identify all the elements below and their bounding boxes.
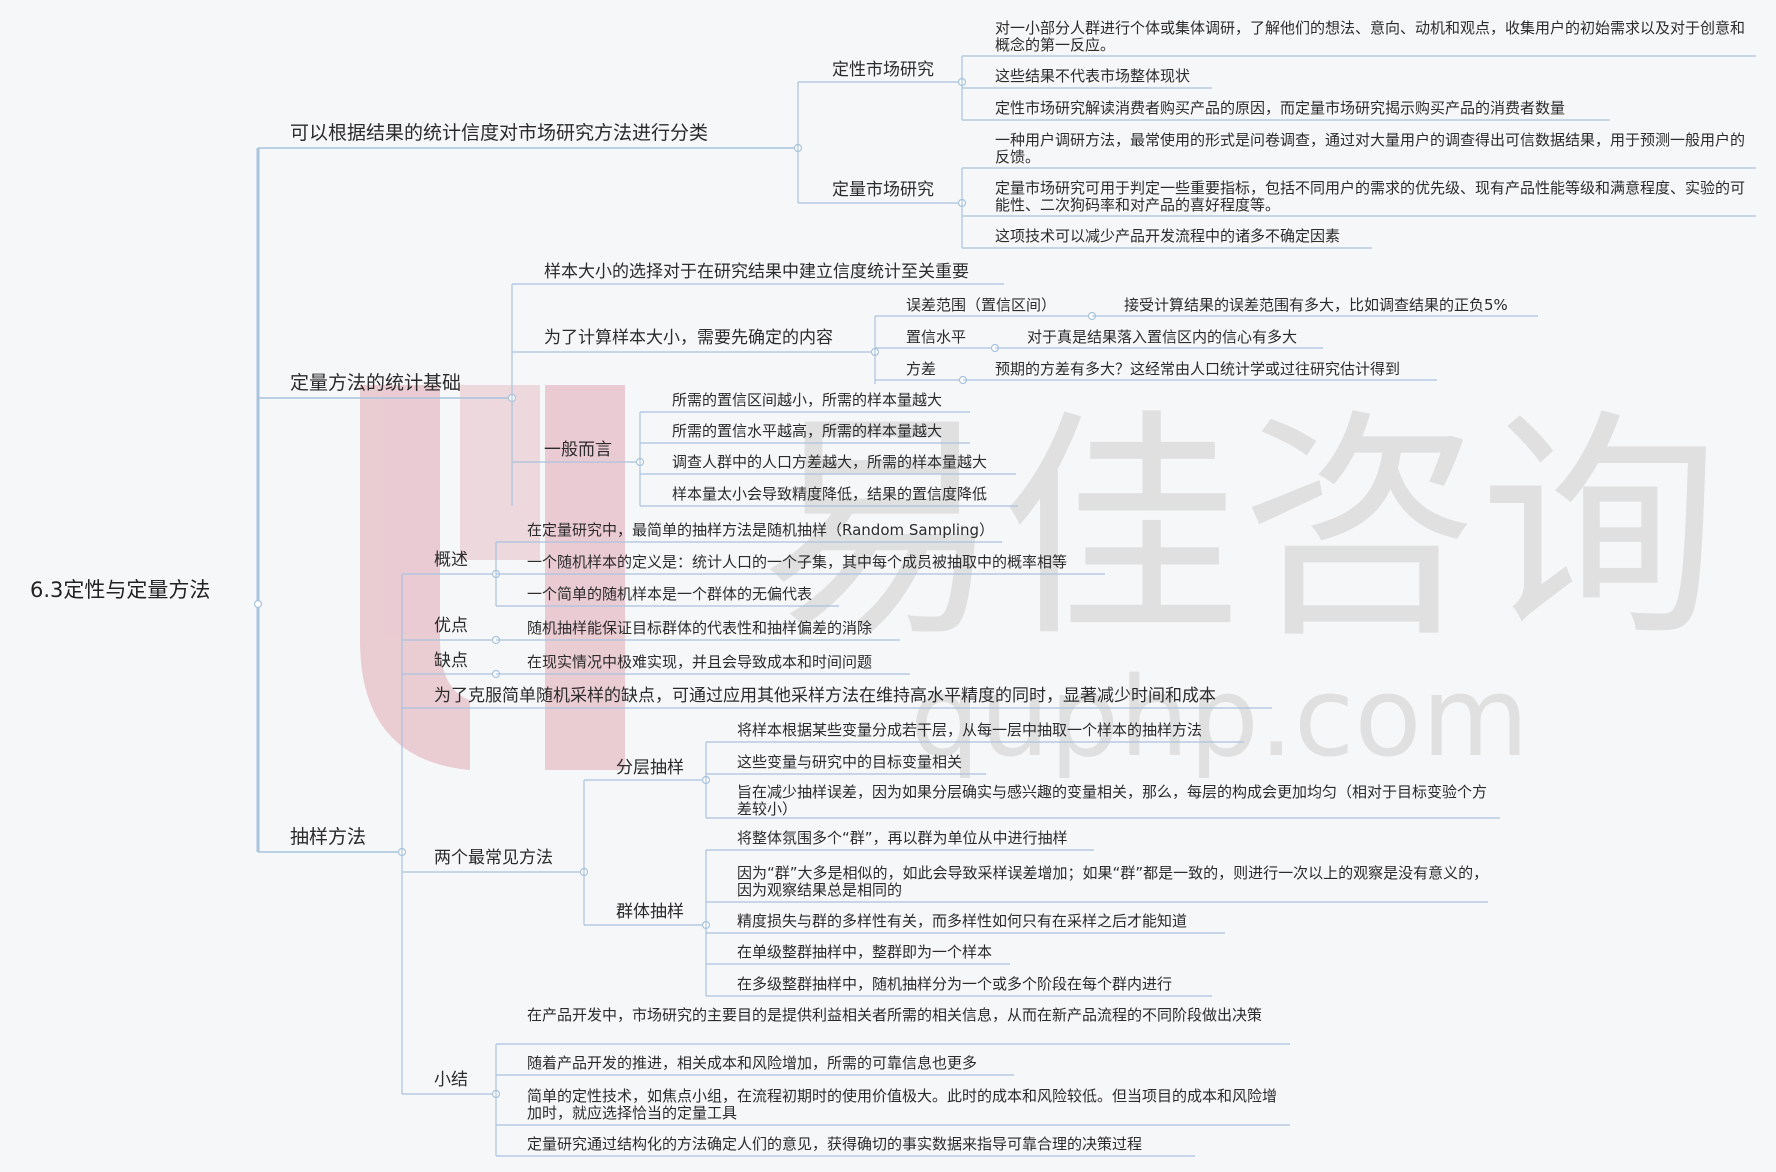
cluster-item-3: 精度损失与群的多样性有关，而多样性如何只有在采样之后才能知道 — [737, 912, 1188, 930]
node-two-common-methods: 两个最常见方法 — [434, 848, 553, 868]
branch-statistical-basis: 定量方法的统计基础 — [290, 372, 462, 394]
node-pros: 优点 — [434, 616, 468, 636]
general-item-3: 调查人群中的人口方差越大，所需的样本量越大 — [672, 453, 988, 471]
root-topic: 6.3定性与定量方法 — [30, 578, 211, 602]
cluster-item-1: 将整体氛围多个“群”，再以群为单位从中进行抽样 — [737, 829, 1068, 847]
node-summary: 小结 — [434, 1070, 468, 1090]
summary-item-4: 定量研究通过结构化的方法确定人们的意见，获得确切的事实数据来指导可靠合理的决策过… — [527, 1135, 1143, 1153]
node-cluster-sampling: 群体抽样 — [616, 902, 684, 922]
branch-classification: 可以根据结果的统计信度对市场研究方法进行分类 — [290, 122, 709, 144]
node-calc-sample-size: 为了计算样本大小，需要先确定的内容 — [544, 328, 833, 348]
quant-item-3: 这项技术可以减少产品开发流程中的诸多不确定因素 — [995, 227, 1341, 245]
watermark-domain: quphp.com — [910, 653, 1529, 781]
stratified-item-2: 这些变量与研究中的目标变量相关 — [737, 753, 963, 771]
qual-item-1: 对一小部分人群进行个体或集体调研，了解他们的想法、意向、动机和观点，收集用户的初… — [995, 19, 1746, 54]
stratified-item-1: 将样本根据某些变量分成若干层，从每一层中抽取一个样本的抽样方法 — [737, 721, 1203, 739]
qual-item-3: 定性市场研究解读消费者购买产品的原因，而定量市场研究揭示购买产品的消费者数量 — [995, 99, 1566, 117]
calc-margin-desc: 接受计算结果的误差范围有多大，比如调查结果的正负5% — [1124, 296, 1508, 314]
overview-item-2: 一个随机样本的定义是：统计人口的一个子集，其中每个成员被抽取中的概率相等 — [527, 553, 1068, 571]
general-item-1: 所需的置信区间越小，所需的样本量越大 — [672, 391, 943, 409]
summary-item-2: 随着产品开发的推进，相关成本和风险增加，所需的可靠信息也更多 — [527, 1054, 978, 1072]
quant-item-1: 一种用户调研方法，最常使用的形式是问卷调查，通过对大量用户的调查得出可信数据结果… — [995, 131, 1746, 166]
node-qualitative-research: 定性市场研究 — [832, 60, 934, 80]
node-overcome: 为了克服简单随机采样的缺点，可通过应用其他采样方法在维持高水平精度的同时，显著减… — [434, 686, 1216, 706]
summary-item-1: 在产品开发中，市场研究的主要目的是提供利益相关者所需的相关信息，从而在新产品流程… — [527, 1006, 1263, 1024]
summary-item-3: 简单的定性技术，如焦点小组，在流程初期时的使用价值极大。此时的成本和风险较低。但… — [527, 1087, 1278, 1122]
cluster-item-5: 在多级整群抽样中，随机抽样分为一个或多个阶段在每个群内进行 — [737, 975, 1173, 993]
cluster-item-2: 因为“群”大多是相似的，如此会导致采样误差增加；如果“群”都是一致的，则进行一次… — [737, 864, 1489, 899]
overview-item-3: 一个简单的随机样本是一个群体的无偏代表 — [527, 585, 813, 603]
node-sample-size: 样本大小的选择对于在研究结果中建立信度统计至关重要 — [544, 262, 969, 282]
branch-sampling-methods: 抽样方法 — [290, 826, 367, 848]
overview-item-1: 在定量研究中，最简单的抽样方法是随机抽样（Random Sampling） — [527, 521, 995, 539]
calc-confidence-label: 置信水平 — [906, 328, 967, 346]
cluster-item-4: 在单级整群抽样中，整群即为一个样本 — [737, 943, 993, 961]
node-quantitative-research: 定量市场研究 — [832, 180, 934, 200]
stratified-item-3: 旨在减少抽样误差，因为如果分层确实与感兴趣的变量相关，那么，每层的构成会更加均匀… — [737, 783, 1488, 818]
cons-item: 在现实情况中极难实现，并且会导致成本和时间问题 — [527, 653, 873, 671]
quant-item-2: 定量市场研究可用于判定一些重要指标，包括不同用户的需求的优先级、现有产品性能等级… — [995, 179, 1746, 214]
calc-margin-label: 误差范围（置信区间） — [906, 296, 1057, 314]
node-stratified-sampling: 分层抽样 — [616, 758, 684, 778]
pros-item: 随机抽样能保证目标群体的代表性和抽样偏差的消除 — [527, 619, 873, 637]
calc-variance-label: 方差 — [906, 360, 937, 378]
qual-item-2: 这些结果不代表市场整体现状 — [995, 67, 1191, 85]
general-item-4: 样本量太小会导致精度降低，结果的置信度降低 — [672, 485, 988, 503]
calc-variance-desc: 预期的方差有多大？这经常由人口统计学或过往研究估计得到 — [995, 360, 1401, 378]
calc-confidence-desc: 对于真是结果落入置信区内的信心有多大 — [1027, 328, 1298, 346]
node-cons: 缺点 — [434, 651, 468, 671]
node-overview: 概述 — [434, 550, 468, 570]
node-general: 一般而言 — [544, 440, 612, 460]
general-item-2: 所需的置信水平越高，所需的样本量越大 — [672, 422, 943, 440]
